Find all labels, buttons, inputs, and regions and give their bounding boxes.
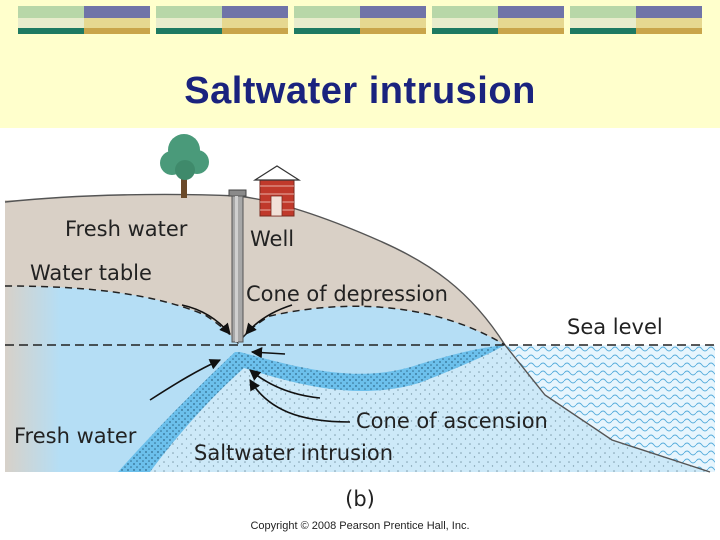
label-saltwater-intrusion: Saltwater intrusion [194, 441, 393, 465]
flow-arrows [149, 304, 351, 423]
label-fresh-water-top: Fresh water [65, 217, 188, 241]
slide-header: Saltwater intrusion [0, 0, 720, 128]
banner-segment [18, 6, 150, 34]
water-table-line [4, 285, 506, 346]
decorative-banner [0, 6, 720, 34]
left-fade [5, 200, 60, 472]
label-well: Well [250, 227, 294, 251]
well-pipe [228, 189, 247, 343]
ground-outline [4, 193, 711, 473]
label-cone-of-ascension: Cone of ascension [356, 409, 548, 433]
banner-segment [294, 6, 426, 34]
copyright-notice: Copyright © 2008 Pearson Prentice Hall, … [250, 520, 470, 532]
tree-icon [160, 134, 209, 198]
saltwater-intrusion-diagram: Fresh water Well Water table Cone of dep… [4, 134, 715, 511]
banner-segment [570, 6, 702, 34]
slide-title: Saltwater intrusion [184, 70, 536, 112]
well-house-icon [252, 165, 302, 217]
panel-label: (b) [345, 487, 375, 511]
banner-segment [156, 6, 288, 34]
label-sea-level: Sea level [567, 315, 663, 339]
label-cone-of-depression: Cone of depression [246, 282, 448, 306]
label-water-table: Water table [30, 261, 152, 285]
banner-segment [432, 6, 564, 34]
label-fresh-water-bottom: Fresh water [14, 424, 137, 448]
